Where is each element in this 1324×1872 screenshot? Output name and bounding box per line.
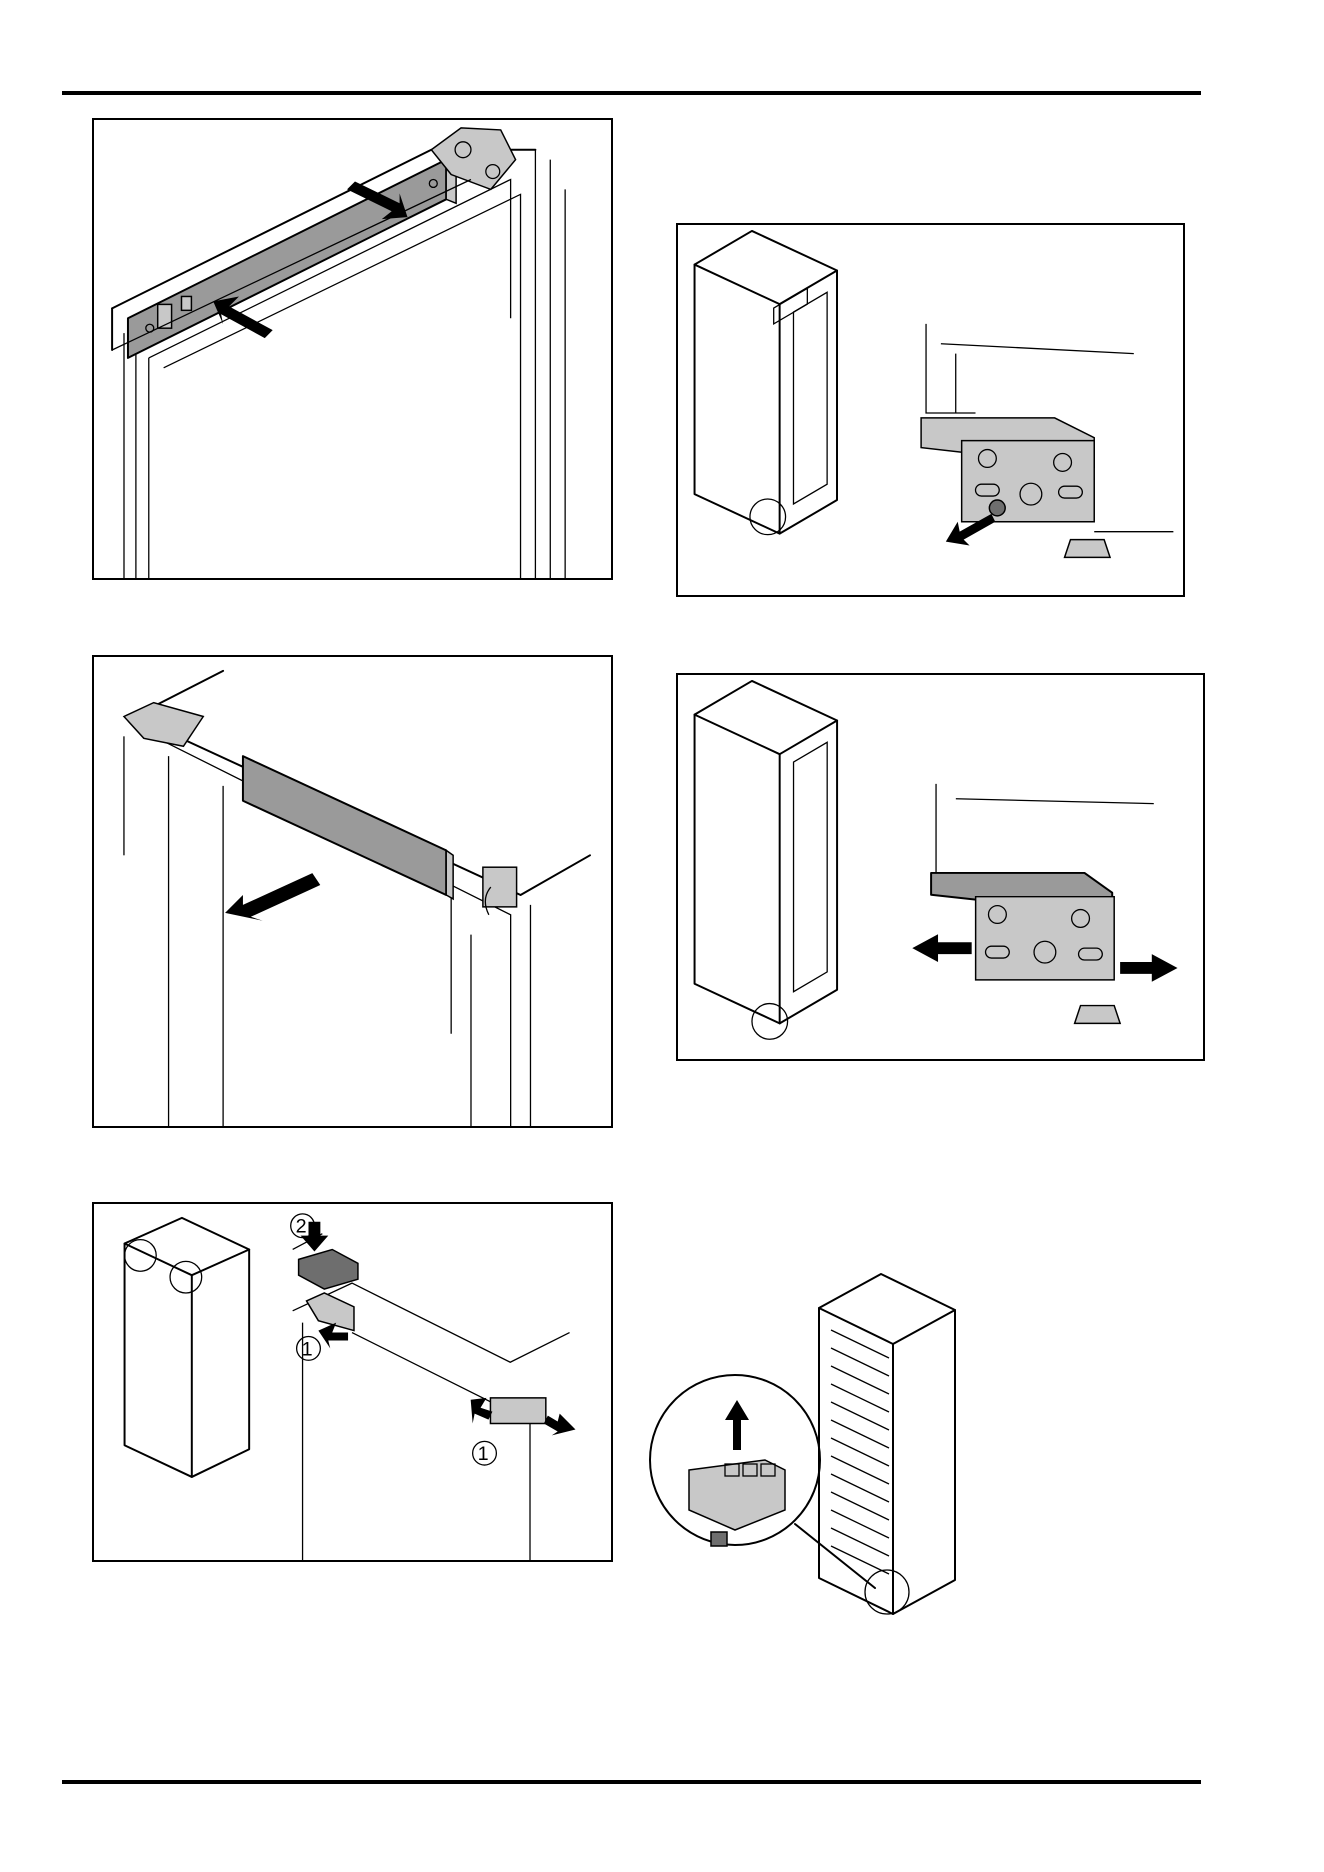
figure-strip-insertion [92,655,613,1128]
callout-step-2: 2 [296,1216,307,1238]
figure-top-trim-removal [92,118,613,580]
figure-foot-lift-detail [645,1270,965,1620]
figure-strip-insertion-drawing [94,657,611,1126]
callout-step-1-left: 1 [302,1338,313,1360]
figure-clip-cover-installation-drawing: 2 1 1 [94,1204,611,1560]
figure-hinge-screw-removal-drawing [678,225,1183,595]
figure-clip-cover-installation: 2 1 1 [92,1202,613,1562]
footer-rule [62,1780,1201,1784]
figure-hinge-adjustment-drawing [678,675,1203,1059]
header-rule [62,91,1201,95]
figure-hinge-adjustment [676,673,1205,1061]
figure-top-trim-removal-drawing [94,120,611,578]
figure-hinge-screw-removal [676,223,1185,597]
figure-foot-lift-detail-drawing [645,1270,965,1620]
callout-step-1-right: 1 [478,1443,489,1465]
